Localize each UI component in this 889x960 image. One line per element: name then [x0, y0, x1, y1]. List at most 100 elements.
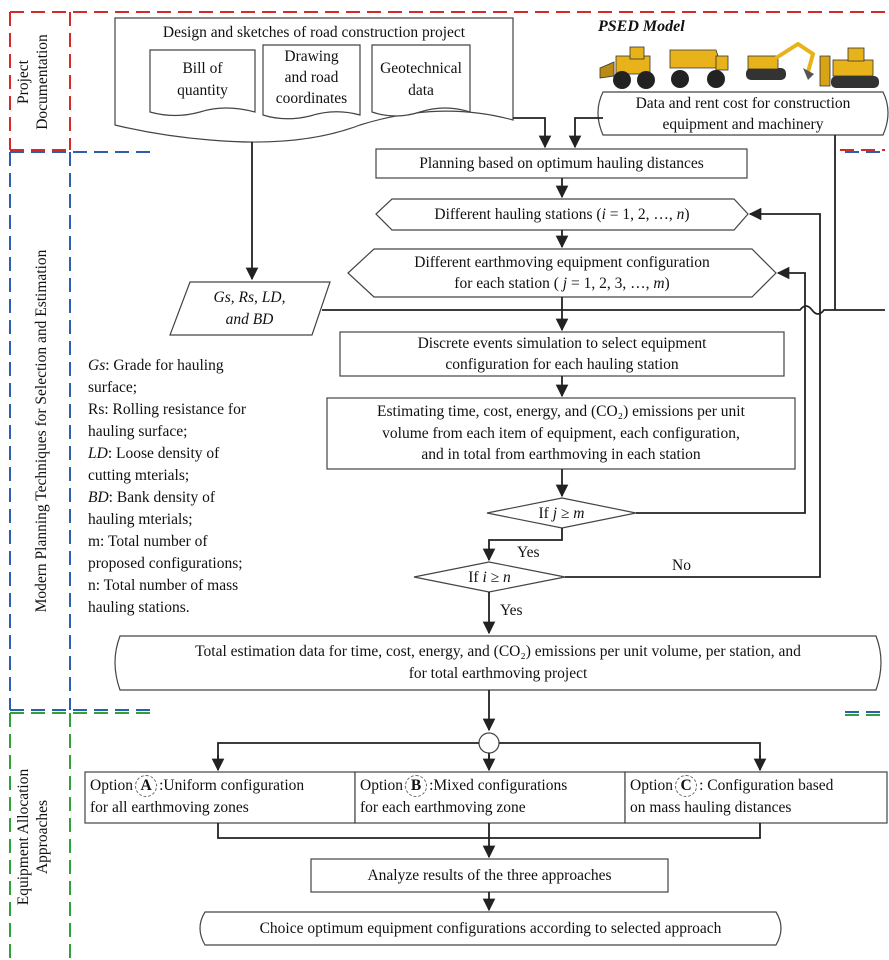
stations-var-n: n	[676, 206, 685, 223]
total-shape	[114, 635, 882, 691]
option-b-line2: for each earthmoving zone	[360, 799, 526, 816]
if-j-text: If	[538, 505, 553, 522]
line-inputs-to-des	[322, 305, 885, 315]
if-i-op: ≥	[486, 569, 504, 586]
if-i-label: If i ≥ n	[414, 567, 565, 588]
section-label-documentation: Project Documentation	[15, 34, 51, 130]
total-label: Total estimation data for time, cost, en…	[195, 643, 801, 682]
choice-shape	[199, 911, 782, 946]
dump-truck-icon	[669, 49, 729, 88]
arrow-ifj-no-to-config	[636, 266, 806, 514]
inputs-parallelogram	[169, 281, 331, 336]
yes-label-1: Yes	[517, 544, 540, 561]
config-label-line1: Different earthmoving equipment configur…	[414, 254, 710, 271]
section-label-allocation: Equipment Allocation Approaches	[15, 768, 51, 906]
legend-gs-term: Gs	[88, 357, 106, 374]
bill-label: Bill of quantity	[177, 60, 228, 99]
option-b-letter: B	[405, 775, 428, 797]
geotech-document-shape	[371, 44, 471, 117]
if-i-var: i	[482, 569, 487, 586]
planning-box	[375, 148, 748, 179]
data-rent-label: Data and rent cost for construction equi…	[635, 95, 851, 133]
data-rent-shape	[597, 91, 889, 136]
yes-label-2: Yes	[500, 602, 523, 619]
if-j-var: j	[552, 505, 558, 522]
option-a-text1: :Uniform configuration	[159, 777, 305, 794]
config-hexagon	[347, 248, 777, 298]
analyze-label: Analyze results of the three approaches	[367, 867, 612, 884]
if-i-n: n	[503, 569, 511, 586]
option-b-prefix: Option	[360, 777, 404, 794]
if-i-text: If	[468, 569, 483, 586]
option-c-line2: on mass hauling distances	[630, 799, 792, 816]
psed-title: PSED Model	[598, 18, 685, 35]
choice-label: Choice optimum equipment configurations …	[259, 920, 722, 937]
legend-rs-text: Rs: Rolling resistance for hauling surfa…	[88, 401, 246, 440]
legend-n-text: n: Total number of mass hauling stations…	[88, 577, 239, 616]
split-circle	[478, 732, 500, 754]
des-label: Discrete events simulation to select equ…	[417, 335, 707, 373]
config-label-line2: for each station ( j = 1, 2, 3, …, m)	[348, 273, 776, 294]
if-j-label: If j ≥ m	[487, 503, 636, 524]
no-label: No	[672, 557, 691, 574]
section-frame-documentation	[9, 11, 885, 151]
machinery-images	[599, 42, 879, 89]
drawing-document-shape	[262, 44, 361, 120]
legend-n: n: Total number of mass hauling stations…	[88, 575, 313, 619]
legend-bd: BD: Bank density of hauling mterials;	[88, 487, 313, 531]
option-b-box	[354, 771, 626, 824]
if-j-m: m	[573, 505, 585, 522]
option-b-text1: :Mixed configurations	[429, 777, 568, 794]
geotech-label: Geotechnical data	[380, 60, 462, 99]
legend-rs: Rs: Rolling resistance for hauling surfa…	[88, 399, 313, 443]
bulldozer-icon	[819, 47, 879, 88]
section-label-planning: Modern Planning Techniques for Selection…	[33, 249, 50, 613]
inputs-label: Gs, Rs, LD, and BD	[213, 289, 286, 328]
option-a-letter: A	[135, 775, 158, 797]
arrow-doc-to-planning	[513, 117, 552, 149]
config-var-j: j	[562, 275, 568, 292]
arrow-data-to-planning	[568, 117, 603, 149]
legend-gs-text: : Grade for hauling surface;	[88, 357, 224, 396]
wheel-loader-icon	[599, 46, 655, 89]
stations-text-pre: Different hauling stations (	[434, 206, 602, 223]
arrow-ifj-yes-to-ifi	[482, 528, 563, 562]
stations-label: Different hauling stations (i = 1, 2, …,…	[376, 204, 748, 225]
legend-ld-term: LD	[88, 445, 108, 462]
arrow-ifi-no-to-stations	[565, 207, 821, 578]
legend-block: Gs: Grade for hauling surface; Rs: Rolli…	[88, 355, 313, 619]
legend-bd-text: : Bank density of hauling mterials;	[88, 489, 216, 528]
option-c-prefix: Option	[630, 777, 674, 794]
config-text-pre: for each station (	[454, 275, 563, 292]
option-a-prefix: Option	[90, 777, 134, 794]
drawing-label: Drawing and road coordinates	[275, 48, 348, 107]
planning-label: Planning based on optimum hauling distan…	[419, 155, 704, 172]
option-c-letter: C	[675, 775, 698, 797]
excavator-icon	[746, 42, 816, 80]
config-text-post: = 1, 2, 3, …,	[567, 275, 654, 292]
stations-text-post: = 1, 2, …,	[605, 206, 677, 223]
design-label: Design and sketches of road construction…	[162, 24, 466, 41]
if-j-op: ≥	[557, 505, 574, 522]
option-c-text1: : Configuration based	[699, 777, 834, 794]
legend-ld: LD: Loose density of cutting mterials;	[88, 443, 313, 487]
estimating-box	[326, 397, 796, 470]
legend-bd-term: BD	[88, 489, 109, 506]
config-var-m: m	[653, 275, 665, 292]
estimating-label: Estimating time, cost, energy, and (CO₂)…	[377, 403, 745, 463]
option-a-line2: for all earthmoving zones	[90, 799, 249, 816]
bill-document-shape	[149, 49, 256, 117]
option-a-box	[84, 771, 356, 824]
des-box	[339, 331, 785, 377]
legend-m-text: m: Total number of proposed configuratio…	[88, 533, 243, 572]
stations-hexagon	[375, 198, 749, 231]
section-frame-allocation	[9, 712, 885, 958]
legend-m: m: Total number of proposed configuratio…	[88, 531, 313, 575]
